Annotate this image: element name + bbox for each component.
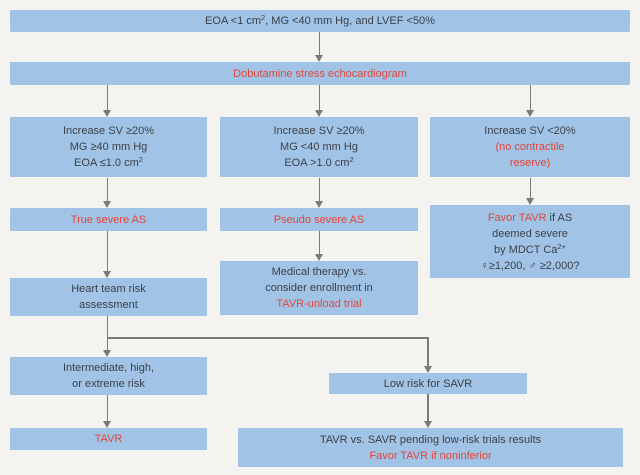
arrowhead-intermediate-to-tavr [103,421,111,428]
favor-tavr-line2: deemed severe [492,227,568,240]
node-low-risk: Low risk for SAVR [329,373,527,394]
node-left-criteria: Increase SV ≥20% MG ≥40 mm Hg EOA ≤1.0 c… [10,117,207,177]
connector-heart-team-branch-right [427,337,429,366]
entry-criteria-text: EOA <1 cm2, MG <40 mm Hg, and LVEF <50% [205,13,435,27]
node-tavr: TAVR [10,428,207,450]
connector-entry-to-dse [318,32,320,55]
favor-tavr-line1: Favor TAVR if AS [487,211,573,224]
arrowhead-mid-to-pseudo-severe [315,201,323,208]
arrowhead-branch-to-low-risk [423,366,432,373]
connector-intermediate-to-tavr [106,395,108,421]
true-severe-label: True severe AS [70,213,147,226]
arrowhead-right-to-favor-tavr [526,198,534,205]
left-criteria-line2: MG ≥40 mm Hg [69,141,148,153]
arrowhead-dse-to-left [103,110,111,117]
node-heart-team: Heart team risk assessment [10,278,207,316]
tavr-label: TAVR [94,433,123,445]
dse-label: Dobutamine stress echocardiogram [233,67,407,80]
tavr-vs-savr-line1: TAVR vs. SAVR pending low-risk trials re… [319,433,542,446]
connector-heart-team-branch-left [106,316,108,350]
arrowhead-dse-to-right [526,110,534,117]
connector-true-severe-to-heart-team [106,231,108,271]
node-pseudo-severe-as: Pseudo severe AS [220,208,418,231]
connector-mid-to-pseudo-severe [318,178,320,201]
connector-right-to-favor-tavr [529,178,531,198]
medical-therapy-line1: Medical therapy vs. [271,266,367,278]
arrowhead-pseudo-to-medical [315,254,323,261]
connector-pseudo-to-medical [318,231,320,254]
node-medical-therapy: Medical therapy vs. consider enrollment … [220,261,418,315]
left-criteria-line1: Increase SV ≥20% [62,125,155,137]
medical-therapy-line3: TAVR-unload trial [276,298,362,310]
node-tavr-vs-savr: TAVR vs. SAVR pending low-risk trials re… [238,428,623,467]
intermediate-risk-line1: Intermediate, high, [62,362,155,374]
low-risk-label: Low risk for SAVR [383,377,473,390]
right-criteria-line3: reserve) [509,157,551,169]
favor-tavr-line3: by MDCT Ca2+ [494,241,566,256]
mid-criteria-line2: MG <40 mm Hg [280,141,358,153]
intermediate-risk-line2: or extreme risk [72,378,145,390]
node-mid-criteria: Increase SV ≥20% MG <40 mm Hg EOA >1.0 c… [220,117,418,177]
node-intermediate-risk: Intermediate, high, or extreme risk [10,357,207,395]
connector-dse-to-right [529,85,531,110]
arrowhead-entry-to-dse [315,55,323,62]
node-right-criteria: Increase SV <20% (no contractile reserve… [430,117,630,177]
right-criteria-line2: (no contractile [495,141,565,153]
mid-criteria-line1: Increase SV ≥20% [273,125,365,137]
node-dse: Dobutamine stress echocardiogram [10,62,630,85]
arrowhead-branch-to-intermediate [103,350,111,357]
medical-therapy-line2: consider enrollment in [265,282,373,294]
heart-team-line2: assessment [79,299,138,311]
heart-team-line1: Heart team risk [71,283,146,295]
connector-dse-to-left [106,85,108,110]
arrowhead-dse-to-mid [315,110,323,117]
connector-dse-to-mid [318,85,320,110]
arrowhead-low-risk-to-pending [423,421,432,428]
arrowhead-left-to-true-severe [103,201,111,208]
tavr-vs-savr-line2: Favor TAVR if noninferior [369,449,492,462]
node-entry-criteria: EOA <1 cm2, MG <40 mm Hg, and LVEF <50% [10,10,630,32]
connector-left-to-true-severe [106,178,108,201]
node-favor-tavr-mdct: Favor TAVR if AS deemed severe by MDCT C… [430,205,630,278]
arrowhead-true-severe-to-heart-team [103,271,111,278]
connector-heart-team-branch-horizontal [106,337,429,339]
node-true-severe-as: True severe AS [10,208,207,231]
mid-criteria-line3: EOA >1.0 cm2 [284,155,354,169]
connector-low-risk-to-pending [427,394,429,421]
pseudo-severe-label: Pseudo severe AS [273,213,365,226]
favor-tavr-line4: ♀≥1,200, ♂ ≥2,000? [480,259,580,272]
left-criteria-line3: EOA ≤1.0 cm2 [74,155,143,169]
right-criteria-line1: Increase SV <20% [484,125,576,137]
